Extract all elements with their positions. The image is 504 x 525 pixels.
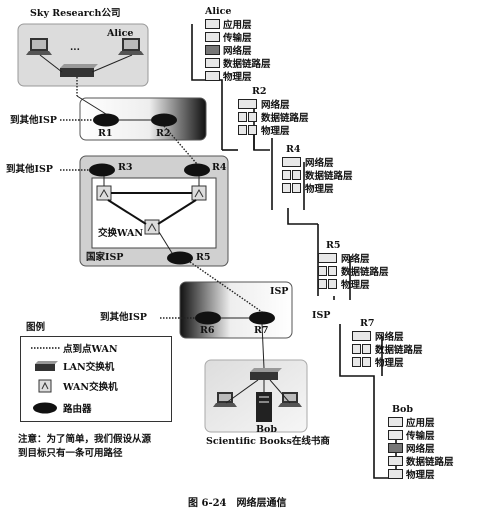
layer-label: 物理层 xyxy=(305,183,334,195)
layer-label: 应用层 xyxy=(406,417,435,429)
laptop-icon xyxy=(118,38,144,55)
other-isp-label: 到其他ISP xyxy=(6,164,53,175)
legend-item: 点到点WAN xyxy=(29,341,118,355)
isp-label: ISP xyxy=(312,310,331,321)
router-icon xyxy=(167,251,193,265)
wan-switch-icon xyxy=(191,185,207,201)
legend-text: LAN交换机 xyxy=(63,362,115,373)
router-label: R6 xyxy=(200,325,215,336)
wan-switch-icon xyxy=(96,185,112,201)
laptop-icon xyxy=(26,38,52,55)
legend-item: 路由器 xyxy=(29,401,92,415)
layer-label: 数据链路层 xyxy=(305,170,353,182)
other-isp-label: 到其他ISP xyxy=(10,115,57,126)
layer-label: 网络层 xyxy=(223,45,252,57)
layer-label: 网络层 xyxy=(375,331,404,343)
legend-text: WAN交换机 xyxy=(63,382,118,393)
company-network-box xyxy=(17,23,149,87)
layer-label: 物理层 xyxy=(341,279,370,291)
stack-title: R4 xyxy=(286,144,301,155)
layer-label: 传输层 xyxy=(406,430,435,442)
router-label: R3 xyxy=(118,162,133,173)
router-label: R1 xyxy=(98,128,113,139)
r4-stack: R4 网络层 数据链路层 物理层 xyxy=(282,144,353,195)
stack-title: Alice xyxy=(205,6,232,17)
lan-switch-icon xyxy=(250,368,282,380)
legend: 点到点WAN LAN交换机 WAN交换机 路由器 xyxy=(20,336,172,422)
layer-label: 物理层 xyxy=(223,71,252,83)
bob-label: Bob xyxy=(256,424,278,435)
laptop-icon xyxy=(278,392,302,407)
layer-label: 应用层 xyxy=(223,19,252,31)
dots-label: ... xyxy=(70,42,80,53)
stack-title: R2 xyxy=(252,86,267,97)
legend-item: LAN交换机 xyxy=(29,359,114,373)
legend-item: WAN交换机 xyxy=(29,379,118,393)
stack-title: R7 xyxy=(360,318,375,329)
layer-label: 网络层 xyxy=(261,99,290,111)
bookstore-label: Scientific Books在线书商 xyxy=(206,436,330,447)
figure-caption: 图 6-24 网络层通信 xyxy=(188,498,287,509)
layer-label: 数据链路层 xyxy=(223,58,271,70)
layer-label: 数据链路层 xyxy=(406,456,454,468)
r7-stack: R7 网络层 数据链路层 物理层 xyxy=(352,318,423,369)
legend-title: 图例 xyxy=(26,322,46,333)
laptop-icon xyxy=(213,392,237,407)
router-icon xyxy=(184,163,210,177)
legend-text: 路由器 xyxy=(63,404,92,415)
server-icon xyxy=(256,392,272,422)
lan-switch-icon xyxy=(60,64,98,77)
layer-label: 物理层 xyxy=(375,357,404,369)
layer-label: 网络层 xyxy=(341,253,370,265)
router-icon xyxy=(195,311,221,325)
stack-title: R5 xyxy=(326,240,341,251)
bob-stack: Bob 应用层 传输层 网络层 数据链路层 物理层 xyxy=(388,404,454,481)
router-icon xyxy=(151,113,177,127)
layer-label: 物理层 xyxy=(261,125,290,137)
r2-stack: R2 网络层 数据链路层 物理层 xyxy=(238,86,309,137)
switched-wan-label: 交换WAN xyxy=(98,228,144,239)
router-icon xyxy=(89,163,115,177)
edge-router-box xyxy=(79,97,207,141)
company-label: Sky Research公司 xyxy=(30,8,121,19)
router-label: R2 xyxy=(156,128,171,139)
isp-label: ISP xyxy=(270,286,289,297)
alice-pc-label: Alice xyxy=(107,28,134,39)
r5-stack: R5 网络层 数据链路层 物理层 xyxy=(318,240,389,291)
layer-label: 传输层 xyxy=(223,32,252,44)
layer-label: 数据链路层 xyxy=(341,266,389,278)
layer-label: 数据链路层 xyxy=(261,112,309,124)
layer-label: 网络层 xyxy=(305,157,334,169)
note-line: 注意：为了简单，我们假设从源 xyxy=(18,434,152,445)
router-icon xyxy=(93,113,119,127)
router-label: R7 xyxy=(254,325,269,336)
alice-stack: Alice 应用层 传输层 网络层 数据链路层 物理层 xyxy=(205,6,271,83)
layer-label: 数据链路层 xyxy=(375,344,423,356)
legend-text: 点到点WAN xyxy=(63,344,118,355)
router-label: R5 xyxy=(196,252,211,263)
stack-title: Bob xyxy=(392,404,414,415)
router-icon xyxy=(249,311,275,325)
national-isp-label: 国家ISP xyxy=(86,252,124,263)
layer-label: 物理层 xyxy=(406,469,435,481)
wan-switch-icon xyxy=(144,219,160,235)
other-isp-label: 到其他ISP xyxy=(100,312,147,323)
note-line: 到目标只有一条可用路径 xyxy=(18,448,123,459)
layer-label: 网络层 xyxy=(406,443,435,455)
router-label: R4 xyxy=(212,162,227,173)
